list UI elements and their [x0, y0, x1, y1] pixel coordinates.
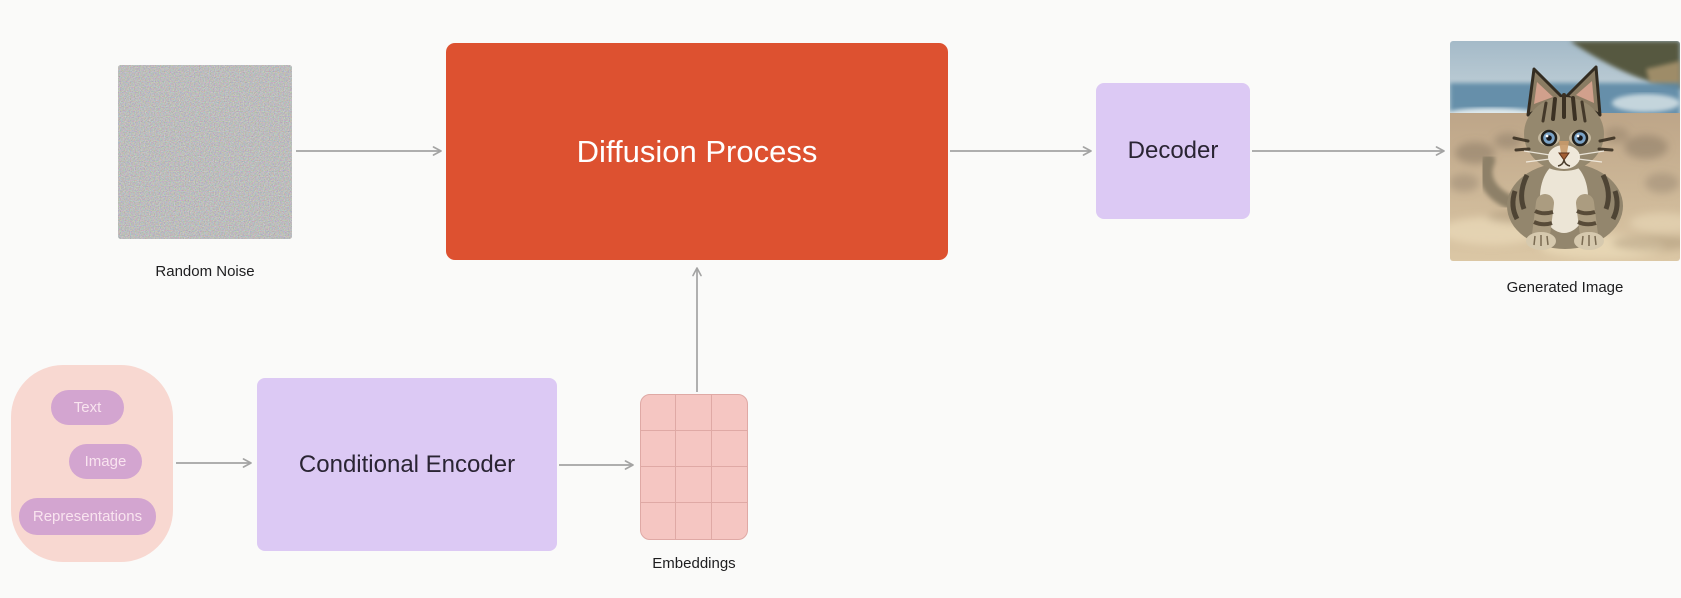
diffusion-process-label: Diffusion Process [576, 133, 818, 169]
pill-text-label: Text [73, 399, 102, 416]
pill-text[interactable]: Text [51, 390, 124, 425]
embeddings-cell [641, 395, 677, 431]
embeddings-label: Embeddings [652, 555, 736, 572]
generated-image-label: Generated Image [1506, 279, 1624, 296]
embeddings-cell [676, 503, 712, 539]
pill-representations-label: Representations [32, 508, 143, 525]
generated-image[interactable] [1450, 41, 1680, 261]
diffusion-process-node[interactable]: Diffusion Process [446, 43, 948, 260]
embeddings-cell [676, 467, 712, 503]
random-noise-image[interactable] [118, 65, 292, 239]
pill-image-label: Image [84, 453, 127, 470]
decoder-label: Decoder [1127, 137, 1219, 164]
decoder-node[interactable]: Decoder [1096, 83, 1250, 219]
embeddings-cell [641, 503, 677, 539]
embeddings-grid[interactable] [640, 394, 748, 540]
noise-texture [118, 65, 292, 239]
embeddings-cell [712, 503, 747, 539]
generated-image-cat [1450, 41, 1680, 261]
conditional-encoder-label: Conditional Encoder [298, 450, 516, 478]
random-noise-label: Random Noise [155, 263, 255, 280]
conditional-encoder-node[interactable]: Conditional Encoder [257, 378, 557, 551]
pill-representations[interactable]: Representations [19, 498, 156, 535]
embeddings-cell [676, 395, 712, 431]
embeddings-cell [711, 395, 747, 431]
pill-image[interactable]: Image [69, 444, 142, 479]
embeddings-cell [641, 431, 677, 467]
embeddings-cell [676, 431, 712, 467]
embeddings-cell [711, 467, 747, 503]
embeddings-cell [711, 431, 747, 467]
conditions-group[interactable]: Text Image Representations [11, 365, 173, 562]
embeddings-cell [641, 467, 677, 503]
